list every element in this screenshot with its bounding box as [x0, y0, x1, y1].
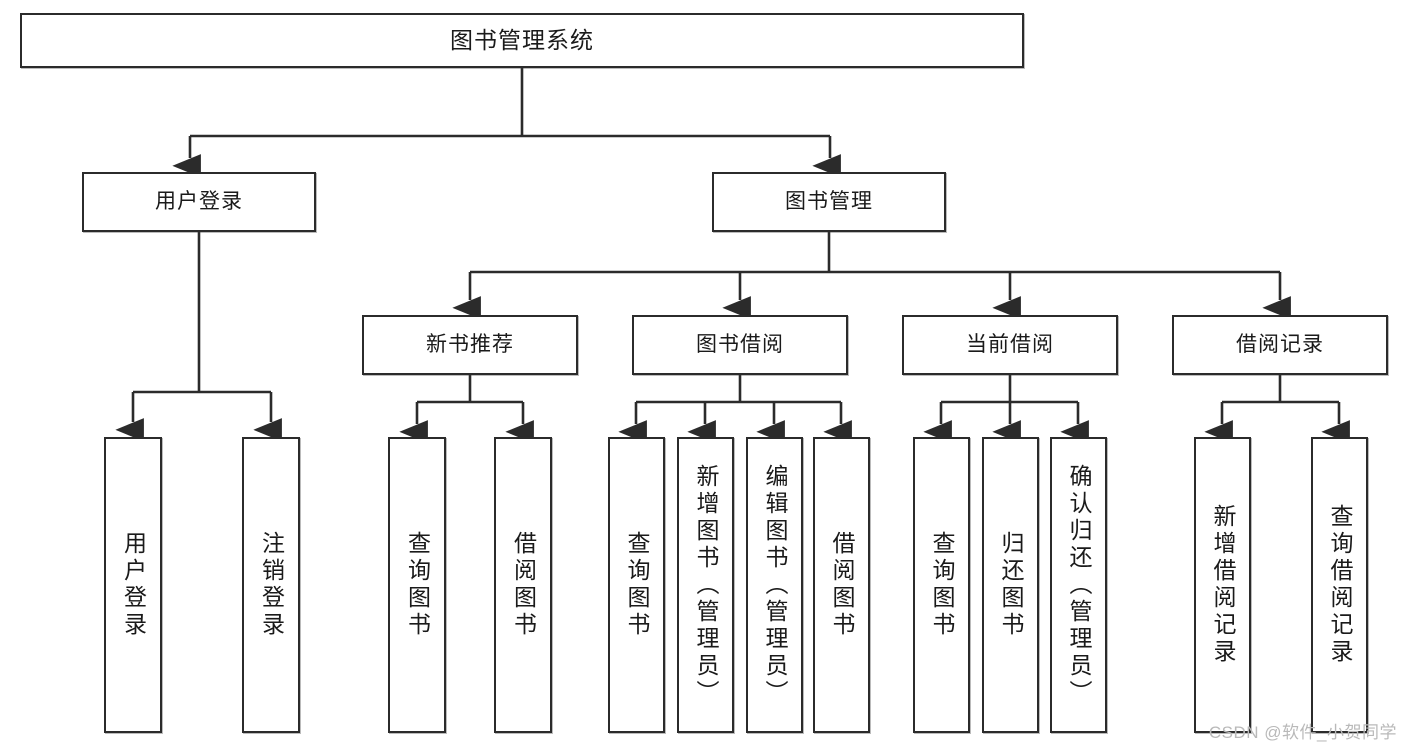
- leaf-add-record[interactable]: 新增借阅记录: [1194, 437, 1251, 733]
- leaf-query-book-3[interactable]: 查询图书: [913, 437, 970, 733]
- leaf-add-book[interactable]: 新增图书（管理员）: [677, 437, 734, 733]
- node-book-manage-label: 图书管理: [785, 189, 873, 213]
- leaf-logout-label: 注销登录: [258, 531, 285, 639]
- leaf-query-book-3-label: 查询图书: [929, 531, 955, 639]
- leaf-borrow-book-2[interactable]: 借阅图书: [813, 437, 870, 733]
- csdn-watermark: CSDN @软件_小贺同学: [1208, 723, 1397, 742]
- node-root[interactable]: 图书管理系统: [20, 13, 1024, 68]
- leaf-return-book-label: 归还图书: [998, 531, 1024, 639]
- node-current-borrow-label: 当前借阅: [966, 332, 1054, 356]
- leaf-edit-book[interactable]: 编辑图书（管理员）: [746, 437, 803, 733]
- leaf-return-book[interactable]: 归还图书: [982, 437, 1039, 733]
- leaf-borrow-book-2-label: 借阅图书: [829, 531, 855, 639]
- node-user-login-label: 用户登录: [155, 189, 243, 213]
- leaf-confirm-return[interactable]: 确认归还（管理员）: [1050, 437, 1107, 733]
- node-new-book-rec[interactable]: 新书推荐: [362, 315, 578, 375]
- node-user-login[interactable]: 用户登录: [82, 172, 316, 232]
- node-book-manage[interactable]: 图书管理: [712, 172, 946, 232]
- node-borrow-record-label: 借阅记录: [1236, 332, 1324, 356]
- leaf-logout[interactable]: 注销登录: [242, 437, 300, 733]
- leaf-add-book-label: 新增图书（管理员）: [693, 463, 719, 707]
- leaf-user-login-label: 用户登录: [120, 531, 147, 639]
- node-borrow-record[interactable]: 借阅记录: [1172, 315, 1388, 375]
- leaf-query-book-1-label: 查询图书: [404, 531, 431, 639]
- leaf-confirm-return-label: 确认归还（管理员）: [1066, 463, 1092, 707]
- leaf-user-login[interactable]: 用户登录: [104, 437, 162, 733]
- leaf-borrow-book-1-label: 借阅图书: [510, 531, 537, 639]
- leaf-edit-book-label: 编辑图书（管理员）: [762, 463, 788, 707]
- node-current-borrow[interactable]: 当前借阅: [902, 315, 1118, 375]
- node-book-borrow[interactable]: 图书借阅: [632, 315, 848, 375]
- leaf-query-book-1[interactable]: 查询图书: [388, 437, 446, 733]
- leaf-query-record[interactable]: 查询借阅记录: [1311, 437, 1368, 733]
- node-new-book-rec-label: 新书推荐: [426, 332, 514, 356]
- node-book-borrow-label: 图书借阅: [696, 332, 784, 356]
- leaf-add-record-label: 新增借阅记录: [1210, 504, 1236, 666]
- leaf-query-book-2[interactable]: 查询图书: [608, 437, 665, 733]
- node-root-label: 图书管理系统: [450, 26, 594, 53]
- leaf-query-book-2-label: 查询图书: [624, 531, 650, 639]
- leaf-borrow-book-1[interactable]: 借阅图书: [494, 437, 552, 733]
- leaf-query-record-label: 查询借阅记录: [1327, 504, 1353, 666]
